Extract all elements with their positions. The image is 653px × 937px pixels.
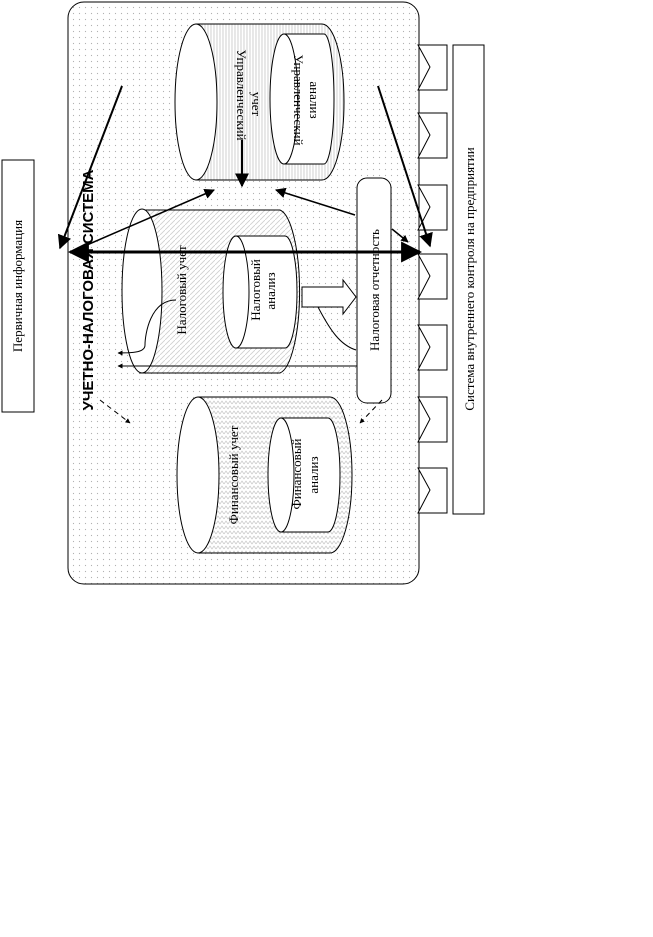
- management-accounting-label-1: Управленческий: [234, 49, 249, 140]
- primary-info-box: Первичная информация: [1, 159, 35, 413]
- management-analysis-cylinder: Управленческий анализ: [269, 33, 335, 165]
- management-accounting-label-2: учет: [249, 92, 264, 117]
- tax-accounting-label: Налоговый учет: [174, 245, 189, 335]
- system-title: УЧЕТНО-НАЛОГОВАЯ СИСТЕМА: [80, 169, 97, 410]
- arrow-to-primary-info: [57, 85, 123, 250]
- curve-tax-left: [117, 299, 177, 356]
- chevron-2: [417, 112, 448, 159]
- arrow-tax-analysis-to-reporting: [301, 278, 357, 316]
- arrow-reporting-to-control: [391, 228, 409, 243]
- tax-analysis-cylinder: Налоговый анализ: [222, 235, 298, 349]
- curve-tax-to-reporting: [317, 306, 357, 351]
- arrow-reporting-to-management: [274, 187, 356, 216]
- chevron-5: [417, 324, 448, 371]
- internal-control-label: Система внутреннего контроля на предприя…: [462, 147, 477, 410]
- chevron-7: [417, 467, 448, 514]
- internal-control-box: Система внутреннего контроля на предприя…: [452, 44, 485, 515]
- arrows: [57, 85, 433, 424]
- chevron-1: [417, 44, 448, 91]
- arrow-dashed-left: [99, 399, 131, 424]
- tax-reporting-label: Налоговая отчетность: [367, 229, 382, 351]
- management-analysis-label-2: анализ: [307, 81, 322, 118]
- chevron-6: [417, 396, 448, 443]
- chevron-connectors: [417, 44, 448, 514]
- management-analysis-label-1: Управленческий: [291, 54, 306, 145]
- chevron-3: [417, 184, 448, 231]
- chevron-4: [417, 253, 448, 300]
- primary-info-label: Первичная информация: [10, 220, 25, 352]
- financial-analysis-label-2: анализ: [306, 456, 321, 493]
- tax-analysis-label-2: анализ: [263, 272, 278, 309]
- financial-accounting-label: Финансовый учет: [226, 425, 241, 524]
- financial-analysis-label-1: Финансовый: [289, 438, 304, 509]
- arrow-to-control: [377, 85, 433, 248]
- arrow-to-management: [79, 188, 215, 249]
- financial-analysis-cylinder: Финансовый анализ: [267, 417, 341, 533]
- tax-analysis-label-1: Налоговый: [248, 259, 263, 321]
- tax-reporting-box: Налоговая отчетность: [356, 177, 392, 404]
